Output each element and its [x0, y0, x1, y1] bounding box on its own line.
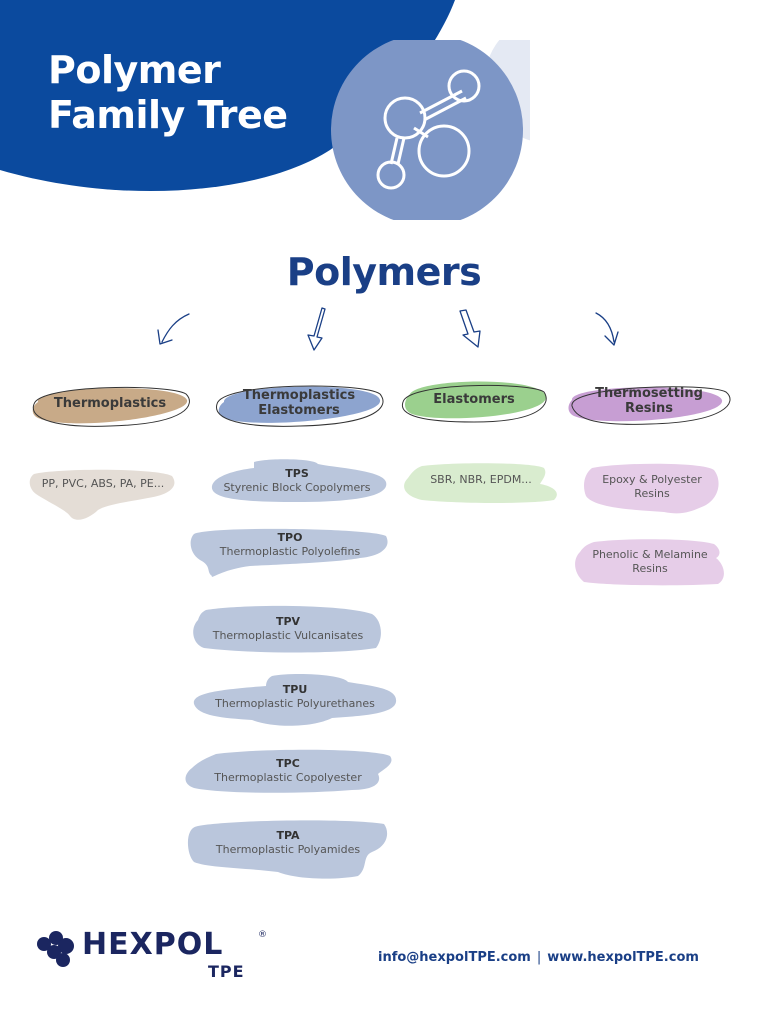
diagram-root-title: Polymers — [286, 250, 482, 294]
item-text: TPU Thermoplastic Polyurethanes — [192, 672, 398, 722]
item-abbreviation: TPV — [275, 615, 301, 628]
thermoplastics-item: PP, PVC, ABS, PA, PE... — [28, 466, 178, 528]
contact-line: info@hexpolTPE.com | www.hexpolTPE.com — [378, 950, 699, 965]
hexpol-logo-mark — [37, 931, 74, 967]
thermosets-item-phenolic: Phenolic & Melamine Resins — [574, 538, 726, 586]
category-tpe: Thermoplastics Elastomers — [214, 380, 384, 427]
molecule-icon — [376, 69, 481, 190]
item-text: TPO Thermoplastic Polyolefins — [190, 526, 390, 564]
item-name: Styrenic Block Copolymers — [223, 481, 371, 494]
item-name: Thermoplastic Vulcanisates — [212, 629, 364, 642]
category-label: Thermoplastics — [53, 395, 167, 411]
tpe-item-tps: TPS Styrenic Block Copolymers — [206, 458, 388, 504]
item-text: Epoxy & Polyester Resins — [602, 473, 702, 500]
item-abbreviation: TPU — [282, 683, 308, 696]
category-elastomers: Elastomers — [400, 376, 548, 423]
elastomers-item: SBR, NBR, EPDM... — [402, 462, 560, 504]
website-link[interactable]: www.hexpolTPE.com — [547, 950, 699, 965]
item-name: Thermoplastic Polyamides — [215, 843, 361, 856]
logo-subtitle: TPE — [208, 962, 245, 981]
item-text: TPC Thermoplastic Copolyester — [182, 748, 394, 794]
item-abbreviation: TPC — [276, 757, 300, 770]
tpe-item-tpo: TPO Thermoplastic Polyolefins — [190, 526, 390, 582]
page-title-line-1: Polymer — [48, 48, 221, 92]
category-label: Thermosetting Resins — [595, 386, 703, 416]
tpe-item-tpv: TPV Thermoplastic Vulcanisates — [192, 604, 384, 654]
item-text: PP, PVC, ABS, PA, PE... — [41, 477, 165, 490]
blue-circle — [331, 40, 523, 220]
thermosets-item-epoxy: Epoxy & Polyester Resins — [584, 462, 720, 516]
category-thermosets: Thermosetting Resins — [566, 378, 732, 425]
category-label: Elastomers — [433, 391, 515, 407]
category-label: Thermoplastics Elastomers — [242, 388, 356, 418]
item-abbreviation: TPS — [285, 467, 309, 480]
arrow-thermoplastics — [157, 313, 190, 345]
item-abbreviation: TPA — [276, 829, 300, 842]
branch-arrows — [157, 307, 619, 351]
arrow-elastomers — [459, 309, 481, 348]
tpe-item-tpa: TPA Thermoplastic Polyamides — [187, 818, 388, 880]
item-name: Thermoplastic Polyurethanes — [215, 697, 375, 710]
arrow-tpe — [307, 307, 326, 351]
molecule-illustration — [331, 40, 530, 220]
item-name: Thermoplastic Polyolefins — [219, 545, 361, 558]
arrow-thermosets — [595, 312, 619, 346]
page-title-line-2: Family Tree — [48, 93, 288, 137]
tpe-item-tpc: TPC Thermoplastic Copolyester — [182, 748, 394, 794]
item-text: SBR, NBR, EPDM... — [430, 473, 532, 486]
tpe-item-tpu: TPU Thermoplastic Polyurethanes — [192, 672, 398, 728]
item-abbreviation: TPO — [277, 531, 303, 544]
contact-separator: | — [536, 950, 542, 965]
logo-registered-mark: ® — [258, 930, 267, 940]
header-background — [0, 0, 455, 192]
category-thermoplastics: Thermoplastics — [30, 380, 190, 427]
item-text: TPV Thermoplastic Vulcanisates — [192, 604, 384, 654]
item-text: TPS Styrenic Block Copolymers — [206, 458, 388, 504]
item-text: TPA Thermoplastic Polyamides — [188, 818, 388, 868]
item-text: Phenolic & Melamine Resins — [592, 548, 708, 575]
email-link[interactable]: info@hexpolTPE.com — [378, 950, 531, 965]
item-name: Thermoplastic Copolyester — [214, 771, 362, 784]
logo-wordmark: HEXPOL — [82, 927, 224, 962]
